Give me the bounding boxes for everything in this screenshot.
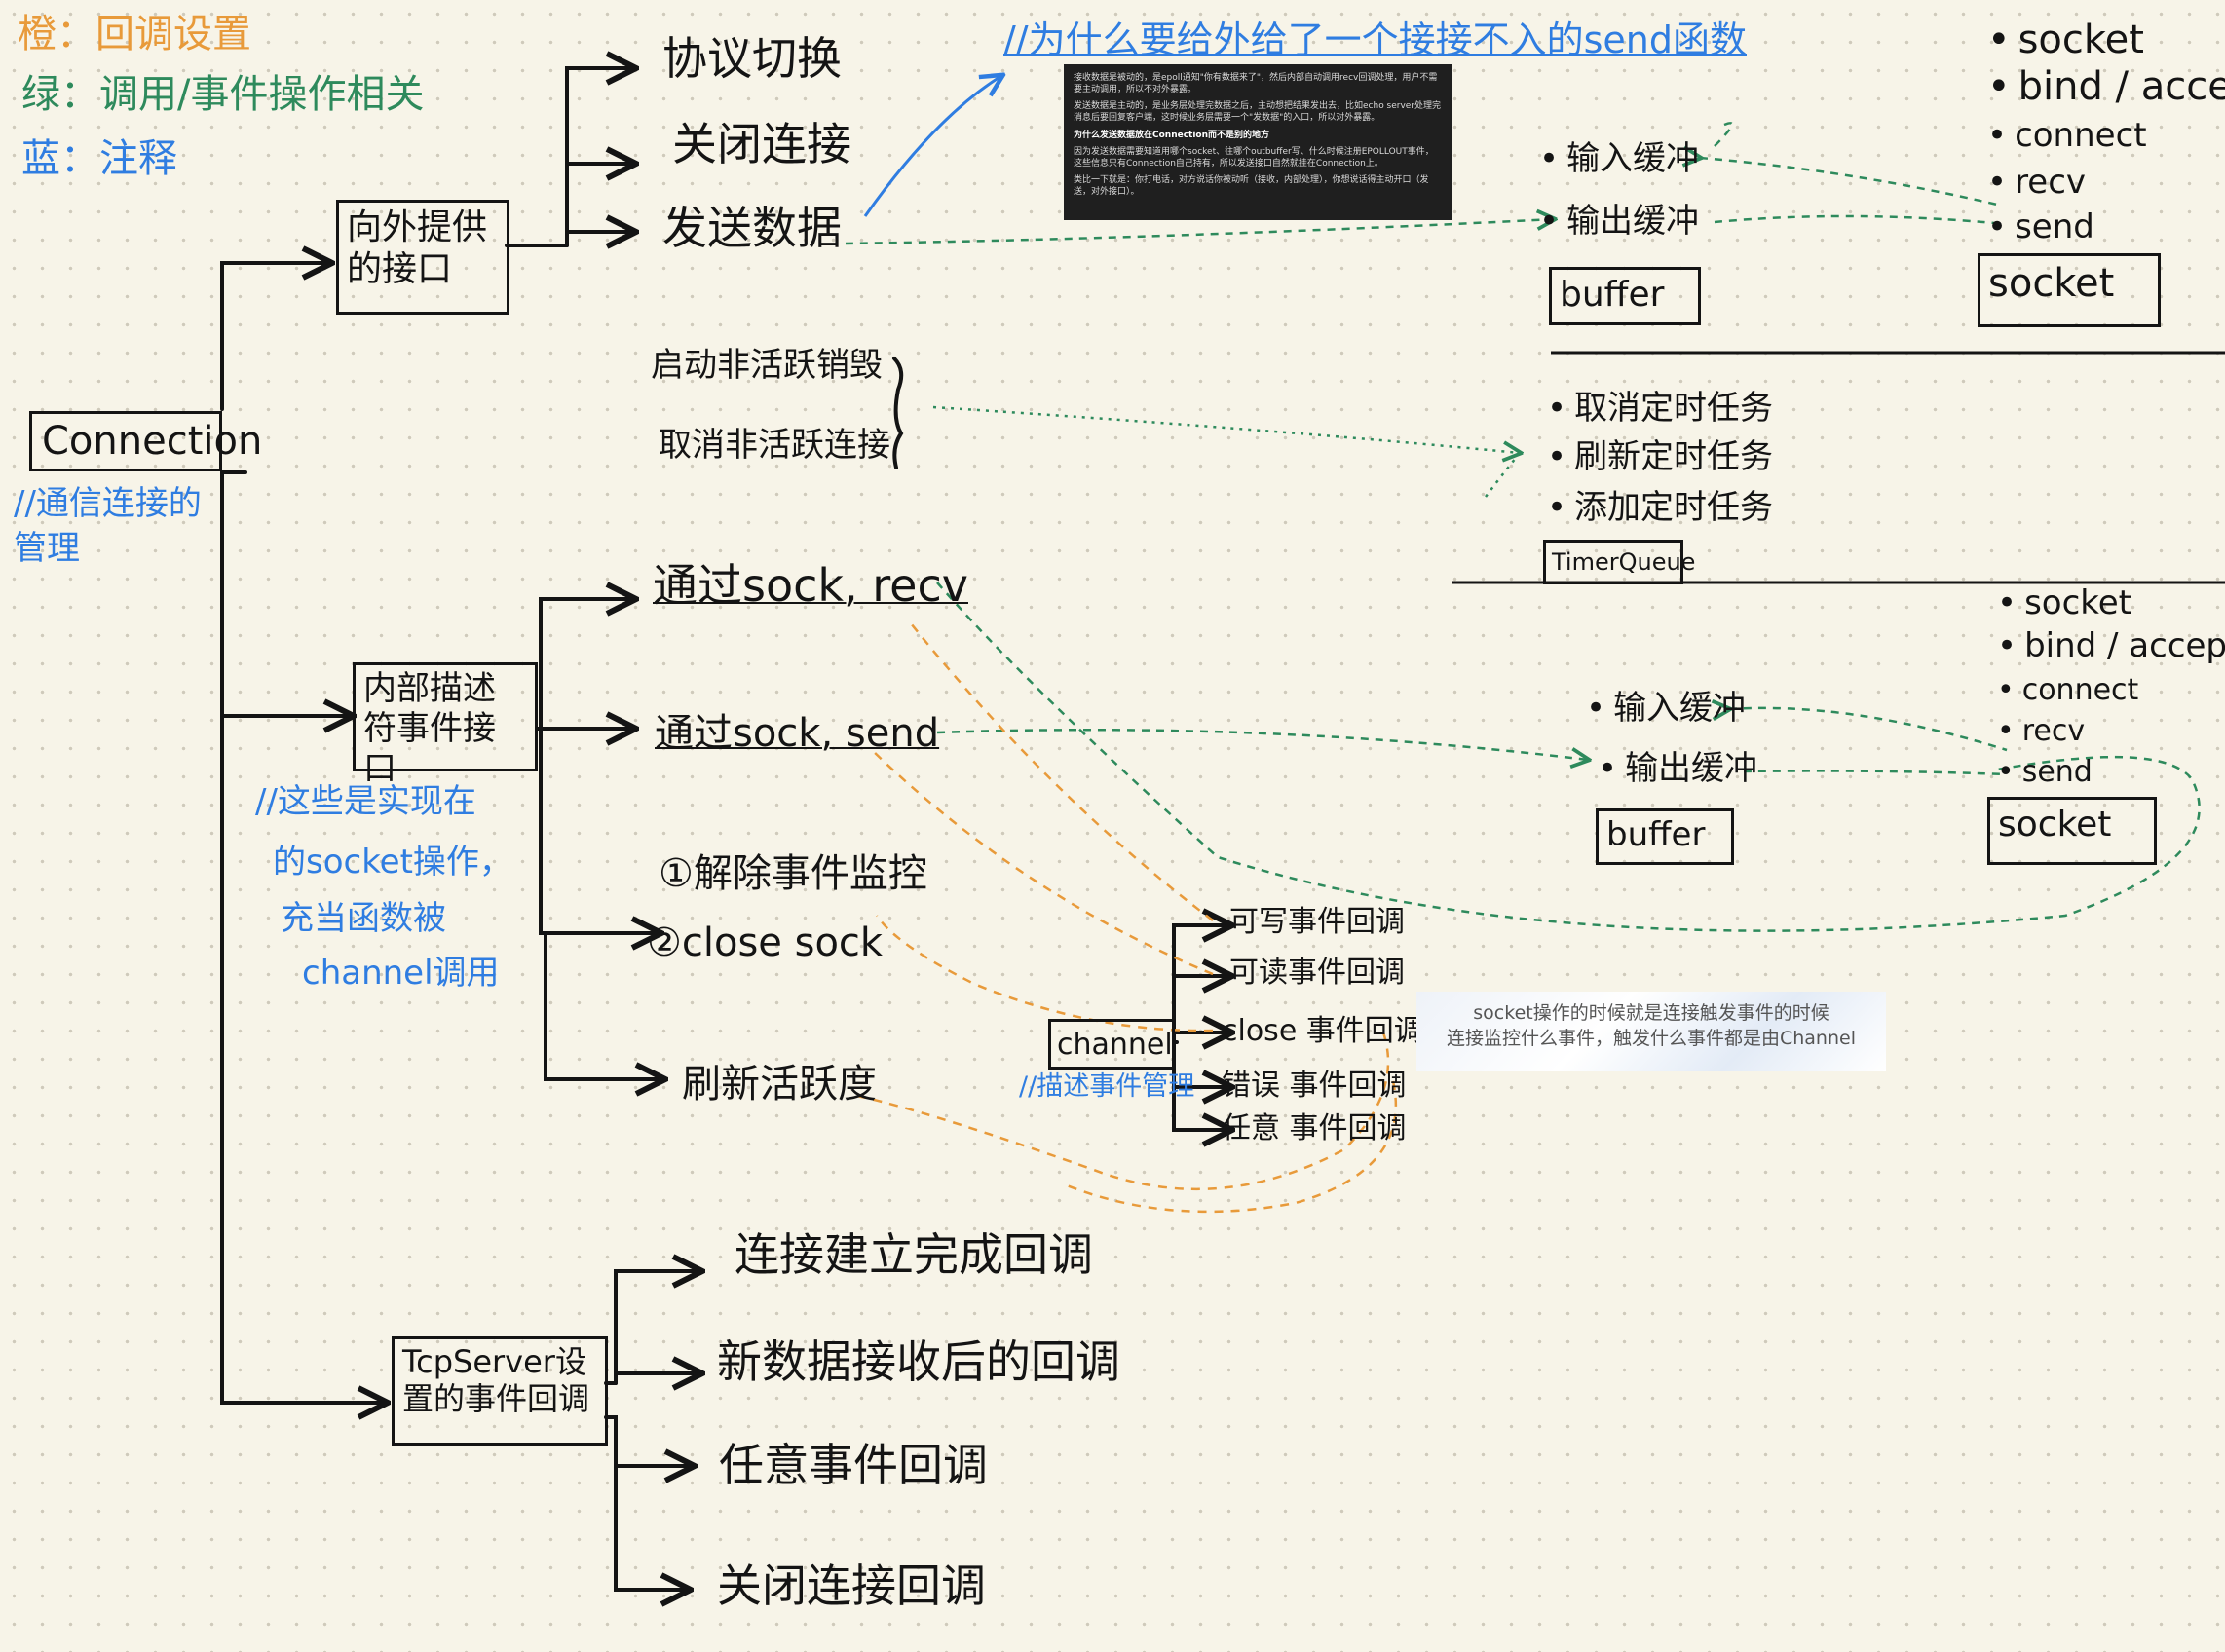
screenshot-paragraph: 类比一下就是：你打电话，对方说话你被动听（接收，内部处理），你想说话得主动开口（… bbox=[1074, 174, 1429, 198]
internal-note-line: channel调用 bbox=[302, 954, 500, 993]
cancel-inactive-item: 取消非活跃连接 bbox=[659, 426, 890, 465]
input-buffer-item: 输入缓冲 bbox=[1539, 139, 1699, 178]
socket-box: socket bbox=[1978, 253, 2161, 327]
error-callback-item: 错误 事件回调 bbox=[1222, 1069, 1407, 1103]
screenshot-paragraph: 接收数据是被动的，是epoll通知"你有数据来了"，然后内部自动调用recv回调… bbox=[1074, 73, 1438, 95]
timerqueue-label: TimerQueue bbox=[1552, 548, 1696, 576]
internal-interface-label: 内部描述符事件接口 bbox=[363, 669, 496, 788]
send-via-sock-item: 通过sock, send bbox=[655, 711, 940, 756]
connect-op-item: connect bbox=[1987, 116, 2147, 155]
readable-callback-item: 可读事件回调 bbox=[1229, 956, 1405, 990]
recv-op-item: recv bbox=[1987, 163, 2086, 202]
close-sock-item: ②close sock bbox=[647, 920, 884, 965]
send-op-item: send bbox=[1997, 755, 2093, 790]
protocol-switch-item: 协议切换 bbox=[662, 32, 842, 85]
close-callback-item: 关闭连接回调 bbox=[717, 1559, 986, 1612]
internal-interface-node: 内部描述符事件接口 bbox=[353, 662, 538, 788]
screenshot-heading: 为什么发送数据放在Connection而不是别的地方 bbox=[1074, 130, 1270, 140]
connection-note: //通信连接的管理 bbox=[14, 484, 202, 568]
any-callback-item: 任意 事件回调 bbox=[1222, 1111, 1407, 1145]
socket-box-label: socket bbox=[1998, 805, 2112, 845]
internal-note-line: 充当函数被 bbox=[281, 899, 446, 938]
any-event-callback-item: 任意事件回调 bbox=[719, 1439, 988, 1491]
output-buffer-item: 输出缓冲 bbox=[1598, 749, 1757, 788]
refresh-activity-item: 刷新活跃度 bbox=[682, 1062, 877, 1107]
buffer-box-label: buffer bbox=[1606, 815, 1706, 854]
send-op-item: send bbox=[1987, 207, 2094, 246]
external-interface-label: 向外提供的接口 bbox=[347, 207, 488, 290]
socket-op-item: socket bbox=[1997, 583, 2131, 622]
bind-accept-op-item: bind / accept bbox=[1997, 626, 2225, 665]
bind-accept-op-item: bind / accept bbox=[1987, 64, 2225, 109]
writable-callback-item: 可写事件回调 bbox=[1229, 905, 1405, 939]
input-buffer-item: 输入缓冲 bbox=[1586, 689, 1746, 728]
screenshot-paragraph: 发送数据是主动的，是业务层处理完数据之后，主动想把结果发出去，比如echo se… bbox=[1074, 101, 1442, 124]
tcpserver-callbacks-node: TcpServer设置的事件回调 bbox=[392, 1336, 608, 1446]
legend-blue: 蓝：注释 bbox=[21, 136, 177, 181]
recv-op-item: recv bbox=[1997, 714, 2085, 749]
internal-note-line: //这些是实现在 bbox=[255, 782, 476, 821]
tcpserver-label: TcpServer设置的事件回调 bbox=[402, 1343, 590, 1418]
legend-orange: 橙：回调设置 bbox=[18, 12, 251, 56]
internal-note-line: 的socket操作， bbox=[273, 843, 512, 882]
connected-callback-item: 连接建立完成回调 bbox=[735, 1228, 1093, 1281]
buffer-box-label: buffer bbox=[1560, 275, 1665, 315]
enable-inactive-destroy-item: 启动非活跃销毁 bbox=[651, 346, 883, 385]
socket-box: socket bbox=[1987, 797, 2157, 865]
connection-node: Connection bbox=[29, 411, 263, 471]
close-callback-item: close 事件回调 bbox=[1222, 1014, 1423, 1048]
recv-via-sock-item: 通过sock, recv bbox=[653, 559, 968, 612]
socket-box-label: socket bbox=[1988, 261, 2115, 306]
embedded-explanation-screenshot: 接收数据是被动的，是epoll通知"你有数据来了"，然后内部自动调用recv回调… bbox=[1064, 64, 1452, 220]
legend-green: 绿：调用/事件操作相关 bbox=[21, 72, 425, 117]
screenshot-paragraph: 因为发送数据需要知道用哪个socket、往哪个outbuffer写、什么时候注册… bbox=[1074, 146, 1434, 169]
output-buffer-item: 输出缓冲 bbox=[1539, 202, 1699, 241]
buffer-box: buffer bbox=[1596, 808, 1734, 865]
connect-op-item: connect bbox=[1997, 673, 2139, 708]
close-connection-item: 关闭连接 bbox=[672, 118, 851, 170]
socket-op-item: socket bbox=[1987, 18, 2144, 62]
tip-line: 连接监控什么事件，触发什么事件都是由Channel bbox=[1446, 1027, 1856, 1049]
message-callback-item: 新数据接收后的回调 bbox=[717, 1335, 1120, 1388]
channel-node: channel bbox=[1048, 1019, 1175, 1070]
connection-label: Connection bbox=[42, 419, 263, 464]
cancel-timer-item: 取消定时任务 bbox=[1547, 389, 1773, 428]
tip-line: socket操作的时候就是连接触发事件的时候 bbox=[1473, 1002, 1829, 1024]
add-timer-item: 添加定时任务 bbox=[1547, 488, 1773, 527]
remove-event-monitor-item: ①解除事件监控 bbox=[659, 851, 927, 896]
external-send-note: //为什么要给外给了一个接接不入的send函数 bbox=[1003, 19, 1747, 61]
timerqueue-box: TimerQueue bbox=[1543, 540, 1696, 584]
external-interface-node: 向外提供的接口 bbox=[336, 200, 509, 315]
channel-label: channel bbox=[1057, 1028, 1173, 1062]
send-data-item: 发送数据 bbox=[662, 202, 842, 254]
refresh-timer-item: 刷新定时任务 bbox=[1547, 437, 1773, 476]
channel-tip-screenshot: socket操作的时候就是连接触发事件的时候 连接监控什么事件，触发什么事件都是… bbox=[1416, 992, 1886, 1071]
channel-note: //描述事件管理 bbox=[1019, 1071, 1195, 1102]
buffer-box: buffer bbox=[1549, 267, 1701, 325]
